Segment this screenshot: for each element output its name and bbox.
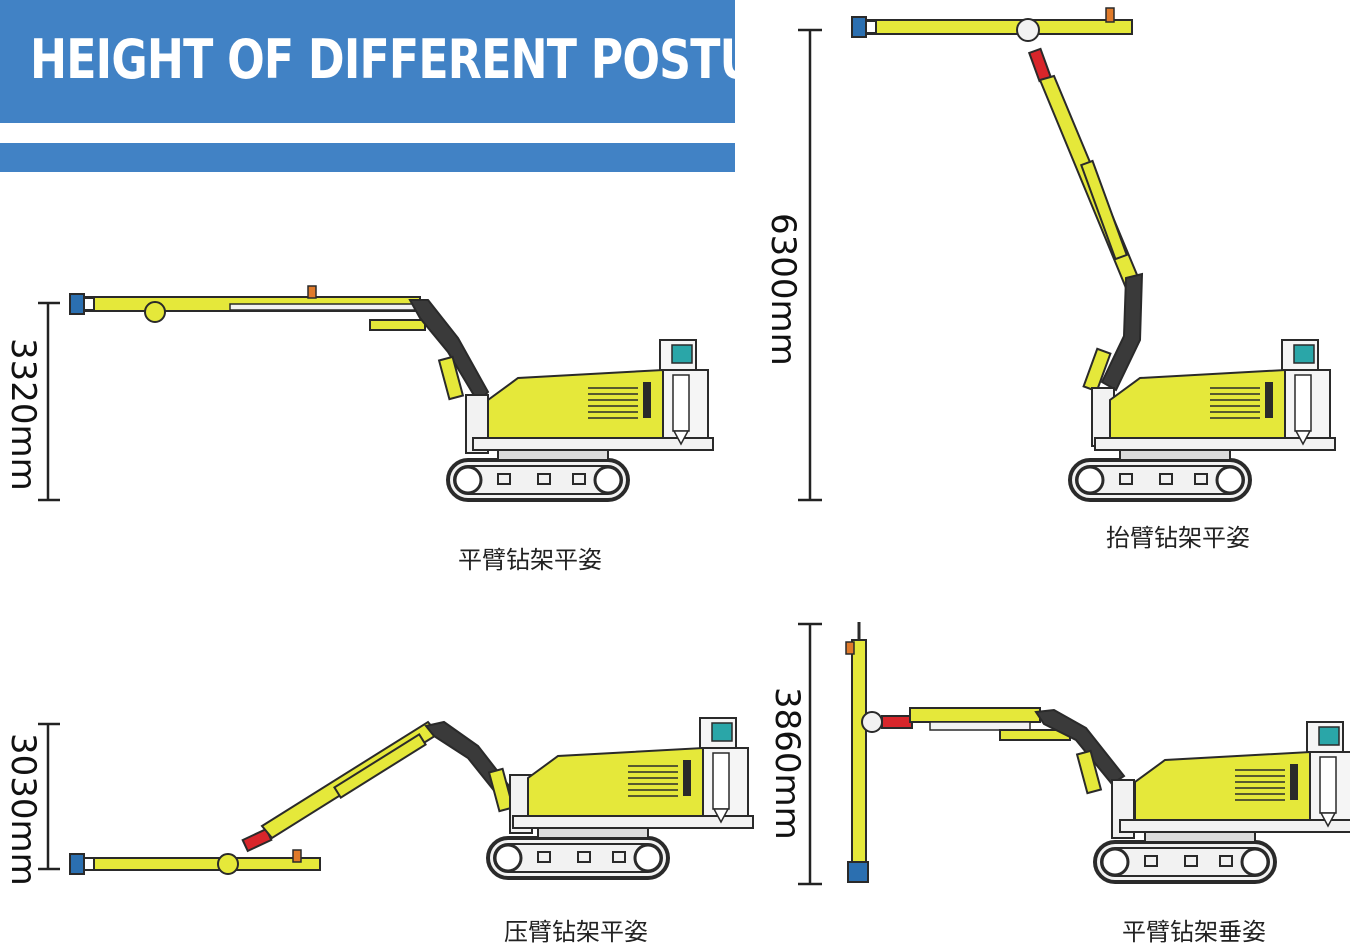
posture-3-caption: 压臂钻架平姿 [504,918,648,946]
posture-1-height-label: 3320mm [3,338,43,491]
posture-2-height-label: 6300mm [763,213,803,366]
posture-4-height-label: 3860mm [767,687,807,840]
posture-3-drawing [38,716,755,880]
posture-4-caption: 平臂钻架垂姿 [1122,918,1266,946]
posture-2-caption: 抬臂钻架平姿 [1106,524,1250,552]
posture-1-caption: 平臂钻架平姿 [458,546,602,574]
page-title: HEIGHT OF DIFFERENT POSTURE [30,28,818,91]
posture-1-drawing [38,285,715,502]
title-underline-stripe [0,143,735,172]
posture-2-drawing [798,7,1337,502]
posture-3-height-label: 3030mm [3,733,43,886]
posture-4-drawing [798,622,1350,886]
title-banner: HEIGHT OF DIFFERENT POSTURE [0,0,818,123]
